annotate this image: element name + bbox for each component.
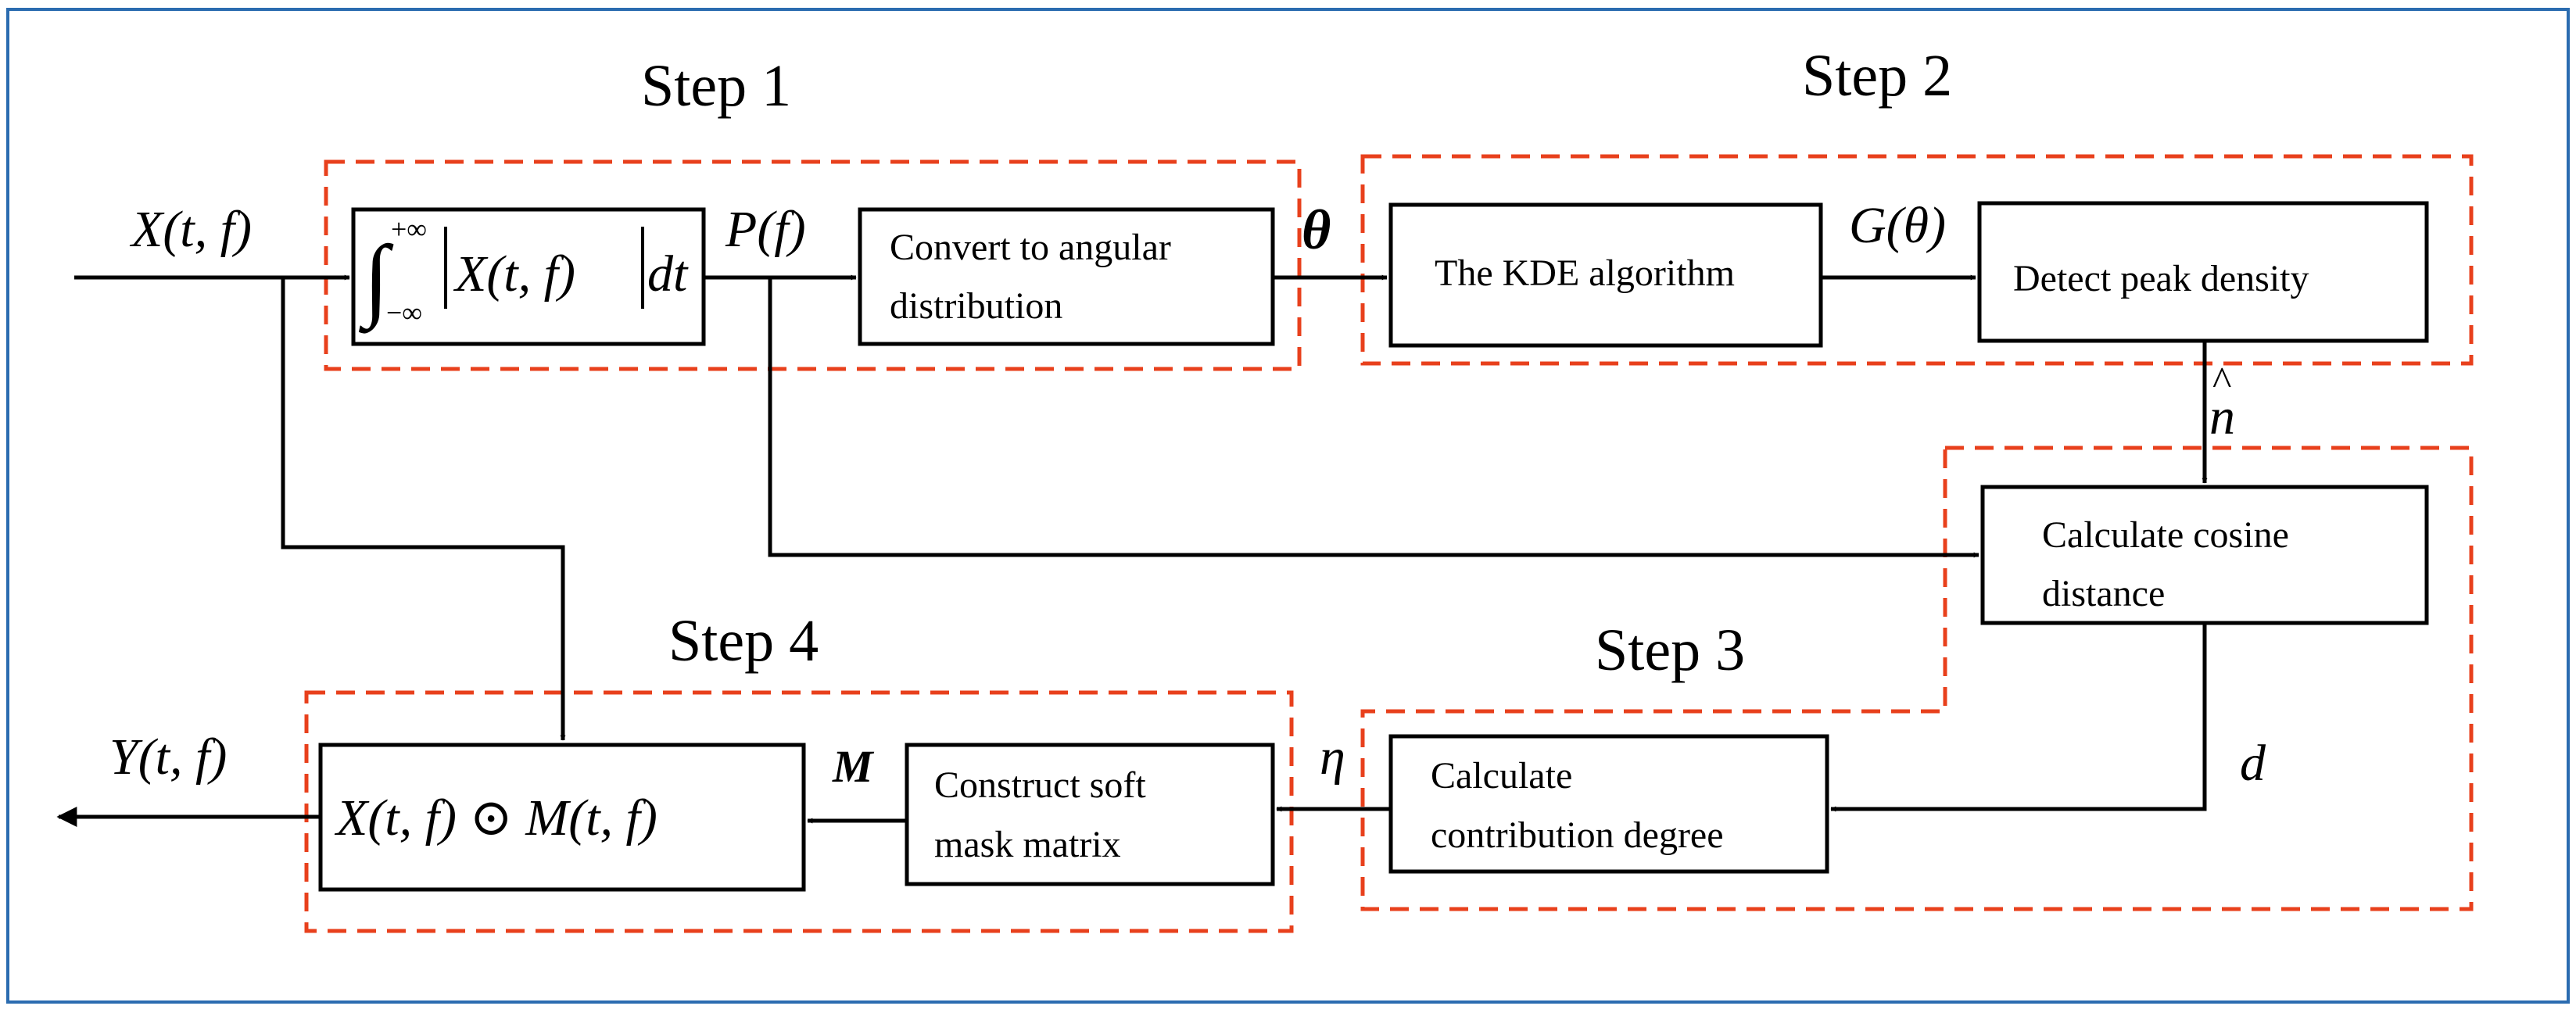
contribution-box-label: Calculate contribution degree: [1431, 755, 1724, 856]
step1-group: [324, 159, 1302, 371]
outer-frame: [6, 8, 2570, 1004]
integral-box: [351, 207, 706, 346]
step3-group: [1360, 446, 2474, 911]
integral-dt: dt: [647, 245, 689, 302]
mask-line-1: Construct soft: [934, 764, 1146, 806]
p-branch-line: [768, 277, 1979, 558]
theta-signal-label: θ: [1302, 199, 1331, 261]
kde-box: [1388, 202, 1823, 348]
contribution-line-2: contribution degree: [1431, 814, 1724, 856]
m-signal-label: M: [832, 741, 875, 792]
product-box-label: X(t, f) ⊙ M(t, f): [334, 789, 657, 847]
cosine-line-2: distance: [2042, 573, 2165, 614]
integral-upper-limit: +∞: [391, 213, 427, 245]
d-signal-label: d: [2240, 735, 2266, 792]
step4-label: Step 4: [668, 608, 819, 674]
eta-signal-label: η: [1320, 728, 1345, 786]
contribution-line-1: Calculate: [1431, 755, 1572, 796]
mask-line-2: mask matrix: [934, 824, 1121, 865]
cosine-box-label: Calculate cosine distance: [2042, 514, 2298, 614]
peak-box-label: Detect peak density: [2013, 258, 2309, 299]
p-signal-label: P(f): [725, 201, 806, 258]
step2-label: Step 2: [1802, 43, 1952, 109]
integrand: X(t, f): [453, 245, 575, 302]
step2-group: [1360, 154, 2474, 366]
input-signal-label: X(t, f): [129, 201, 252, 258]
d-line: [1830, 623, 2207, 812]
g-signal-label: G(θ): [1849, 197, 1946, 254]
convert-line-2: distribution: [890, 285, 1062, 327]
step1-label: Step 1: [641, 53, 791, 119]
mask-box-label: Construct soft mask matrix: [934, 764, 1155, 865]
convert-box-label: Convert to angular distribution: [890, 227, 1181, 327]
integral-sign: ∫: [358, 227, 394, 334]
convert-line-1: Convert to angular: [890, 227, 1171, 268]
output-signal-label: Y(t, f): [109, 728, 227, 786]
cosine-line-1: Calculate cosine: [2042, 514, 2289, 556]
step4-group: [304, 690, 1294, 933]
product-box: [318, 743, 806, 892]
integral-lower-limit: −∞: [386, 297, 422, 328]
n-hat-signal-label: n: [2209, 388, 2235, 446]
kde-box-label: The KDE algorithm: [1435, 252, 1735, 294]
n-hat-accent: ^: [2212, 360, 2231, 404]
step3-label: Step 3: [1595, 617, 1745, 683]
convert-box: [858, 207, 1275, 346]
x-branch-line: [281, 277, 566, 741]
mask-box: [905, 743, 1275, 886]
peak-box: [1977, 201, 2429, 343]
contribution-box: [1388, 734, 1829, 874]
